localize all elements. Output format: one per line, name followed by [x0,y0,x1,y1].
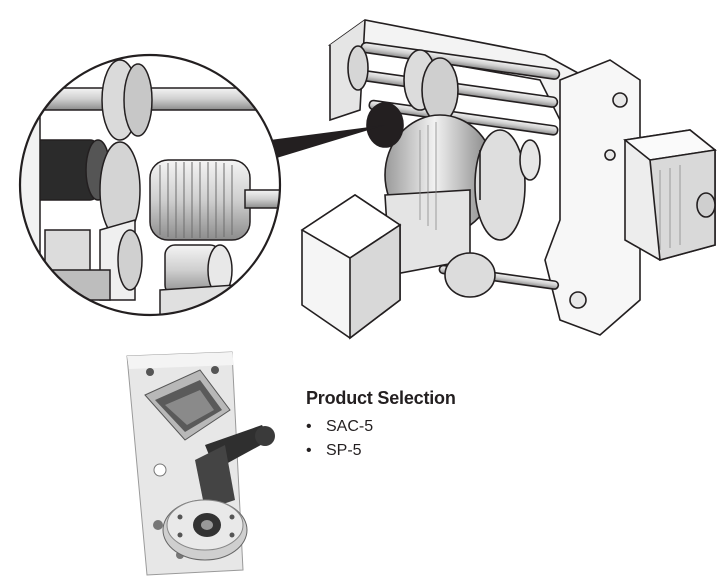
callout-pointer [270,125,385,160]
bullet-icon: • [306,442,312,459]
product-name: SP-5 [326,442,362,459]
detail-zoom-circle [18,53,282,317]
product-photo [126,351,275,576]
product-list-item: • SAC-5 [306,415,456,439]
product-selection-title: Product Selection [306,388,456,408]
product-list: • SAC-5 • SP-5 [306,415,456,463]
bullet-icon: • [306,418,312,435]
product-selection: Product Selection • SAC-5 • SP-5 [306,388,456,463]
product-list-item: • SP-5 [306,439,456,463]
actuator-assembly [300,19,717,340]
product-name: SAC-5 [326,418,374,435]
